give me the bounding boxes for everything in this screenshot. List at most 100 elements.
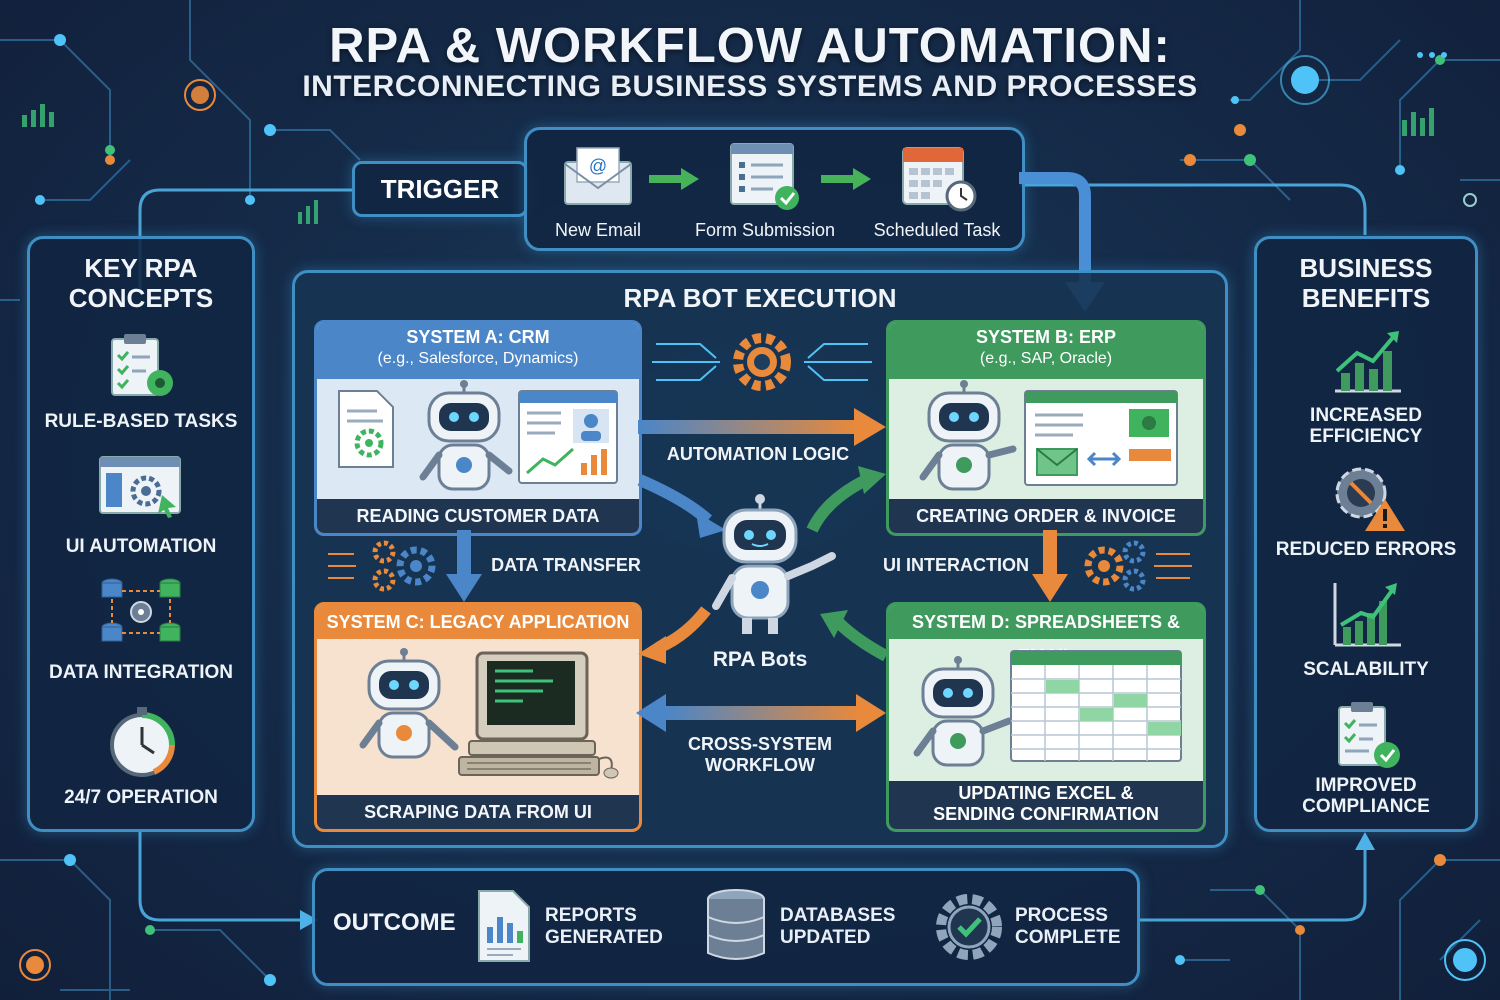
concepts-panel: KEY RPA CONCEPTS RULE-BASED TASKS UI AUT… (27, 236, 255, 832)
system-c-box: SYSTEM C: LEGACY APPLICATION SCRAPING DA… (314, 602, 642, 832)
trigger-item-label: New Email (554, 220, 642, 240)
rpa-bots-label: RPA Bots (712, 648, 808, 671)
benefits-title-line: BENEFITS (1301, 283, 1431, 313)
trigger-panel: @ New Email Form Submission Scheduled Ta… (524, 127, 1025, 251)
document-gear-icon (338, 390, 394, 468)
outcome-item-line: PROCESS (1015, 905, 1108, 926)
outcome-item-line: UPDATED (780, 927, 871, 948)
trigger-label: TRIGGER (380, 173, 500, 204)
system-c-header: SYSTEM C: LEGACY APPLICATION (317, 605, 639, 639)
gear-warning-icon (1335, 467, 1405, 531)
outcome-item-line: REPORTS (545, 905, 637, 926)
growth-chart-icon (1335, 331, 1401, 393)
benefit-label: IMPROVED COMPLIANCE (1257, 775, 1475, 817)
erp-window-icon (1024, 390, 1178, 486)
data-transfer-arrow (446, 530, 482, 602)
concept-label: UI AUTOMATION (65, 536, 217, 557)
system-b-footer: CREATING ORDER & INVOICE (889, 499, 1203, 533)
benefits-title: BUSINESS BENEFITS (1257, 253, 1475, 313)
a-to-bot-arrow (637, 474, 713, 525)
spreadsheet-icon (1010, 650, 1182, 762)
benefit-label-line: INCREASED (1310, 405, 1422, 426)
report-document-icon (478, 890, 530, 962)
benefit-label: REDUCED ERRORS (1257, 539, 1475, 560)
outcome-item-label: PROCESS COMPLETE (1015, 905, 1121, 949)
window-gear-cursor-icon (99, 456, 181, 518)
benefit-label: INCREASED EFFICIENCY (1257, 405, 1475, 447)
form-check-icon (730, 143, 799, 210)
stopwatch-icon (110, 707, 175, 777)
cross-system-arrow (636, 694, 886, 732)
concepts-title: KEY RPA CONCEPTS (30, 253, 252, 313)
gears-right-icon (1084, 540, 1192, 592)
automation-gear-icon (652, 333, 872, 391)
trigger-item-label: Form Submission (694, 220, 836, 240)
trigger-item-label: Scheduled Task (873, 220, 1001, 240)
automation-logic-arrow (638, 408, 886, 446)
concepts-title-line: CONCEPTS (68, 283, 214, 313)
svg-text:@: @ (589, 156, 607, 176)
gear-check-icon (936, 894, 1002, 960)
outcome-item-line: DATABASES (780, 905, 896, 926)
clipboard-gear-icon (111, 334, 173, 396)
robot-icon (359, 648, 459, 759)
robot-icon (919, 380, 1017, 491)
benefit-label-line: IMPROVED (1315, 775, 1417, 796)
outcome-label: OUTCOME (333, 909, 456, 936)
database-network-icon (101, 578, 181, 642)
data-transfer-label: DATA TRANSFER (491, 555, 641, 575)
bot-to-b-arrow (806, 474, 869, 533)
system-b-header: SYSTEM B: ERP (e.g., SAP, Oracle) (889, 323, 1203, 379)
bar-chart-up-icon (1333, 583, 1401, 647)
system-d-header: SYSTEM D: SPREADSHEETS & EMAIL (889, 605, 1203, 666)
outcome-item-line: COMPLETE (1015, 927, 1121, 948)
benefit-label-line: COMPLIANCE (1302, 796, 1430, 817)
system-c-title: SYSTEM C: LEGACY APPLICATION (326, 612, 630, 632)
system-a-box: SYSTEM A: CRM (e.g., Salesforce, Dynamic… (314, 320, 642, 536)
benefit-label-line: REDUCED ERRORS (1275, 539, 1457, 560)
cross-system-label-line: WORKFLOW (705, 755, 815, 775)
outcome-panel: OUTCOME REPORTS GENERATED DATABASES UPDA… (312, 868, 1140, 986)
automation-logic-label: AUTOMATION LOGIC (666, 444, 850, 464)
page-subtitle: INTERCONNECTING BUSINESS SYSTEMS AND PRO… (302, 70, 1198, 103)
concepts-title-line: KEY RPA (84, 253, 198, 283)
d-to-bot-arrow (833, 617, 888, 662)
system-c-footer: SCRAPING DATA FROM UI (317, 795, 639, 829)
flow-arrows (636, 408, 888, 732)
cross-system-label-line: CROSS-SYSTEM (687, 734, 833, 754)
calendar-clock-icon (902, 147, 977, 212)
concept-label: 24/7 OPERATION (64, 787, 218, 808)
trigger-label-box: TRIGGER (352, 161, 528, 217)
central-robot-icon (712, 494, 836, 634)
outcome-item-label: REPORTS GENERATED (545, 905, 663, 949)
arrow-right-icon (649, 168, 699, 190)
envelope-icon: @ (564, 147, 632, 205)
benefit-label: SCALABILITY (1257, 659, 1475, 680)
system-a-footer: READING CUSTOMER DATA (317, 499, 639, 533)
outcome-item-line: GENERATED (545, 927, 663, 948)
execution-title: RPA BOT EXECUTION (623, 283, 897, 313)
legacy-computer-icon (458, 651, 619, 779)
concept-label: RULE-BASED TASKS (44, 411, 238, 432)
clipboard-check-icon (1338, 702, 1400, 768)
arrow-right-icon (821, 168, 871, 190)
ui-interaction-label: UI INTERACTION (883, 555, 1029, 575)
system-b-box: SYSTEM B: ERP (e.g., SAP, Oracle) CREATI… (886, 320, 1206, 536)
robot-icon (913, 656, 1013, 767)
benefit-label-line: SCALABILITY (1303, 659, 1429, 680)
system-b-title: SYSTEM B: ERP (975, 327, 1117, 347)
system-a-header: SYSTEM A: CRM (e.g., Salesforce, Dynamic… (317, 323, 639, 379)
robot-icon (419, 380, 513, 491)
outcome-item-label: DATABASES UPDATED (780, 905, 895, 949)
page-title: RPA & WORKFLOW AUTOMATION: (329, 19, 1171, 73)
system-a-title: SYSTEM A: CRM (406, 327, 550, 347)
benefits-title-line: BUSINESS (1299, 253, 1433, 283)
system-d-footer-line: UPDATING EXCEL & (958, 783, 1134, 803)
system-d-box: SYSTEM D: SPREADSHEETS & EMAIL UPDATING … (886, 602, 1206, 832)
system-d-footer-line: SENDING CONFIRMATION (933, 804, 1159, 824)
benefits-panel: BUSINESS BENEFITS INCREASED EFFICIENCY R… (1254, 236, 1478, 832)
system-b-subtitle: (e.g., SAP, Oracle) (979, 350, 1113, 367)
database-icon (707, 889, 765, 960)
system-a-subtitle: (e.g., Salesforce, Dynamics) (377, 350, 579, 367)
